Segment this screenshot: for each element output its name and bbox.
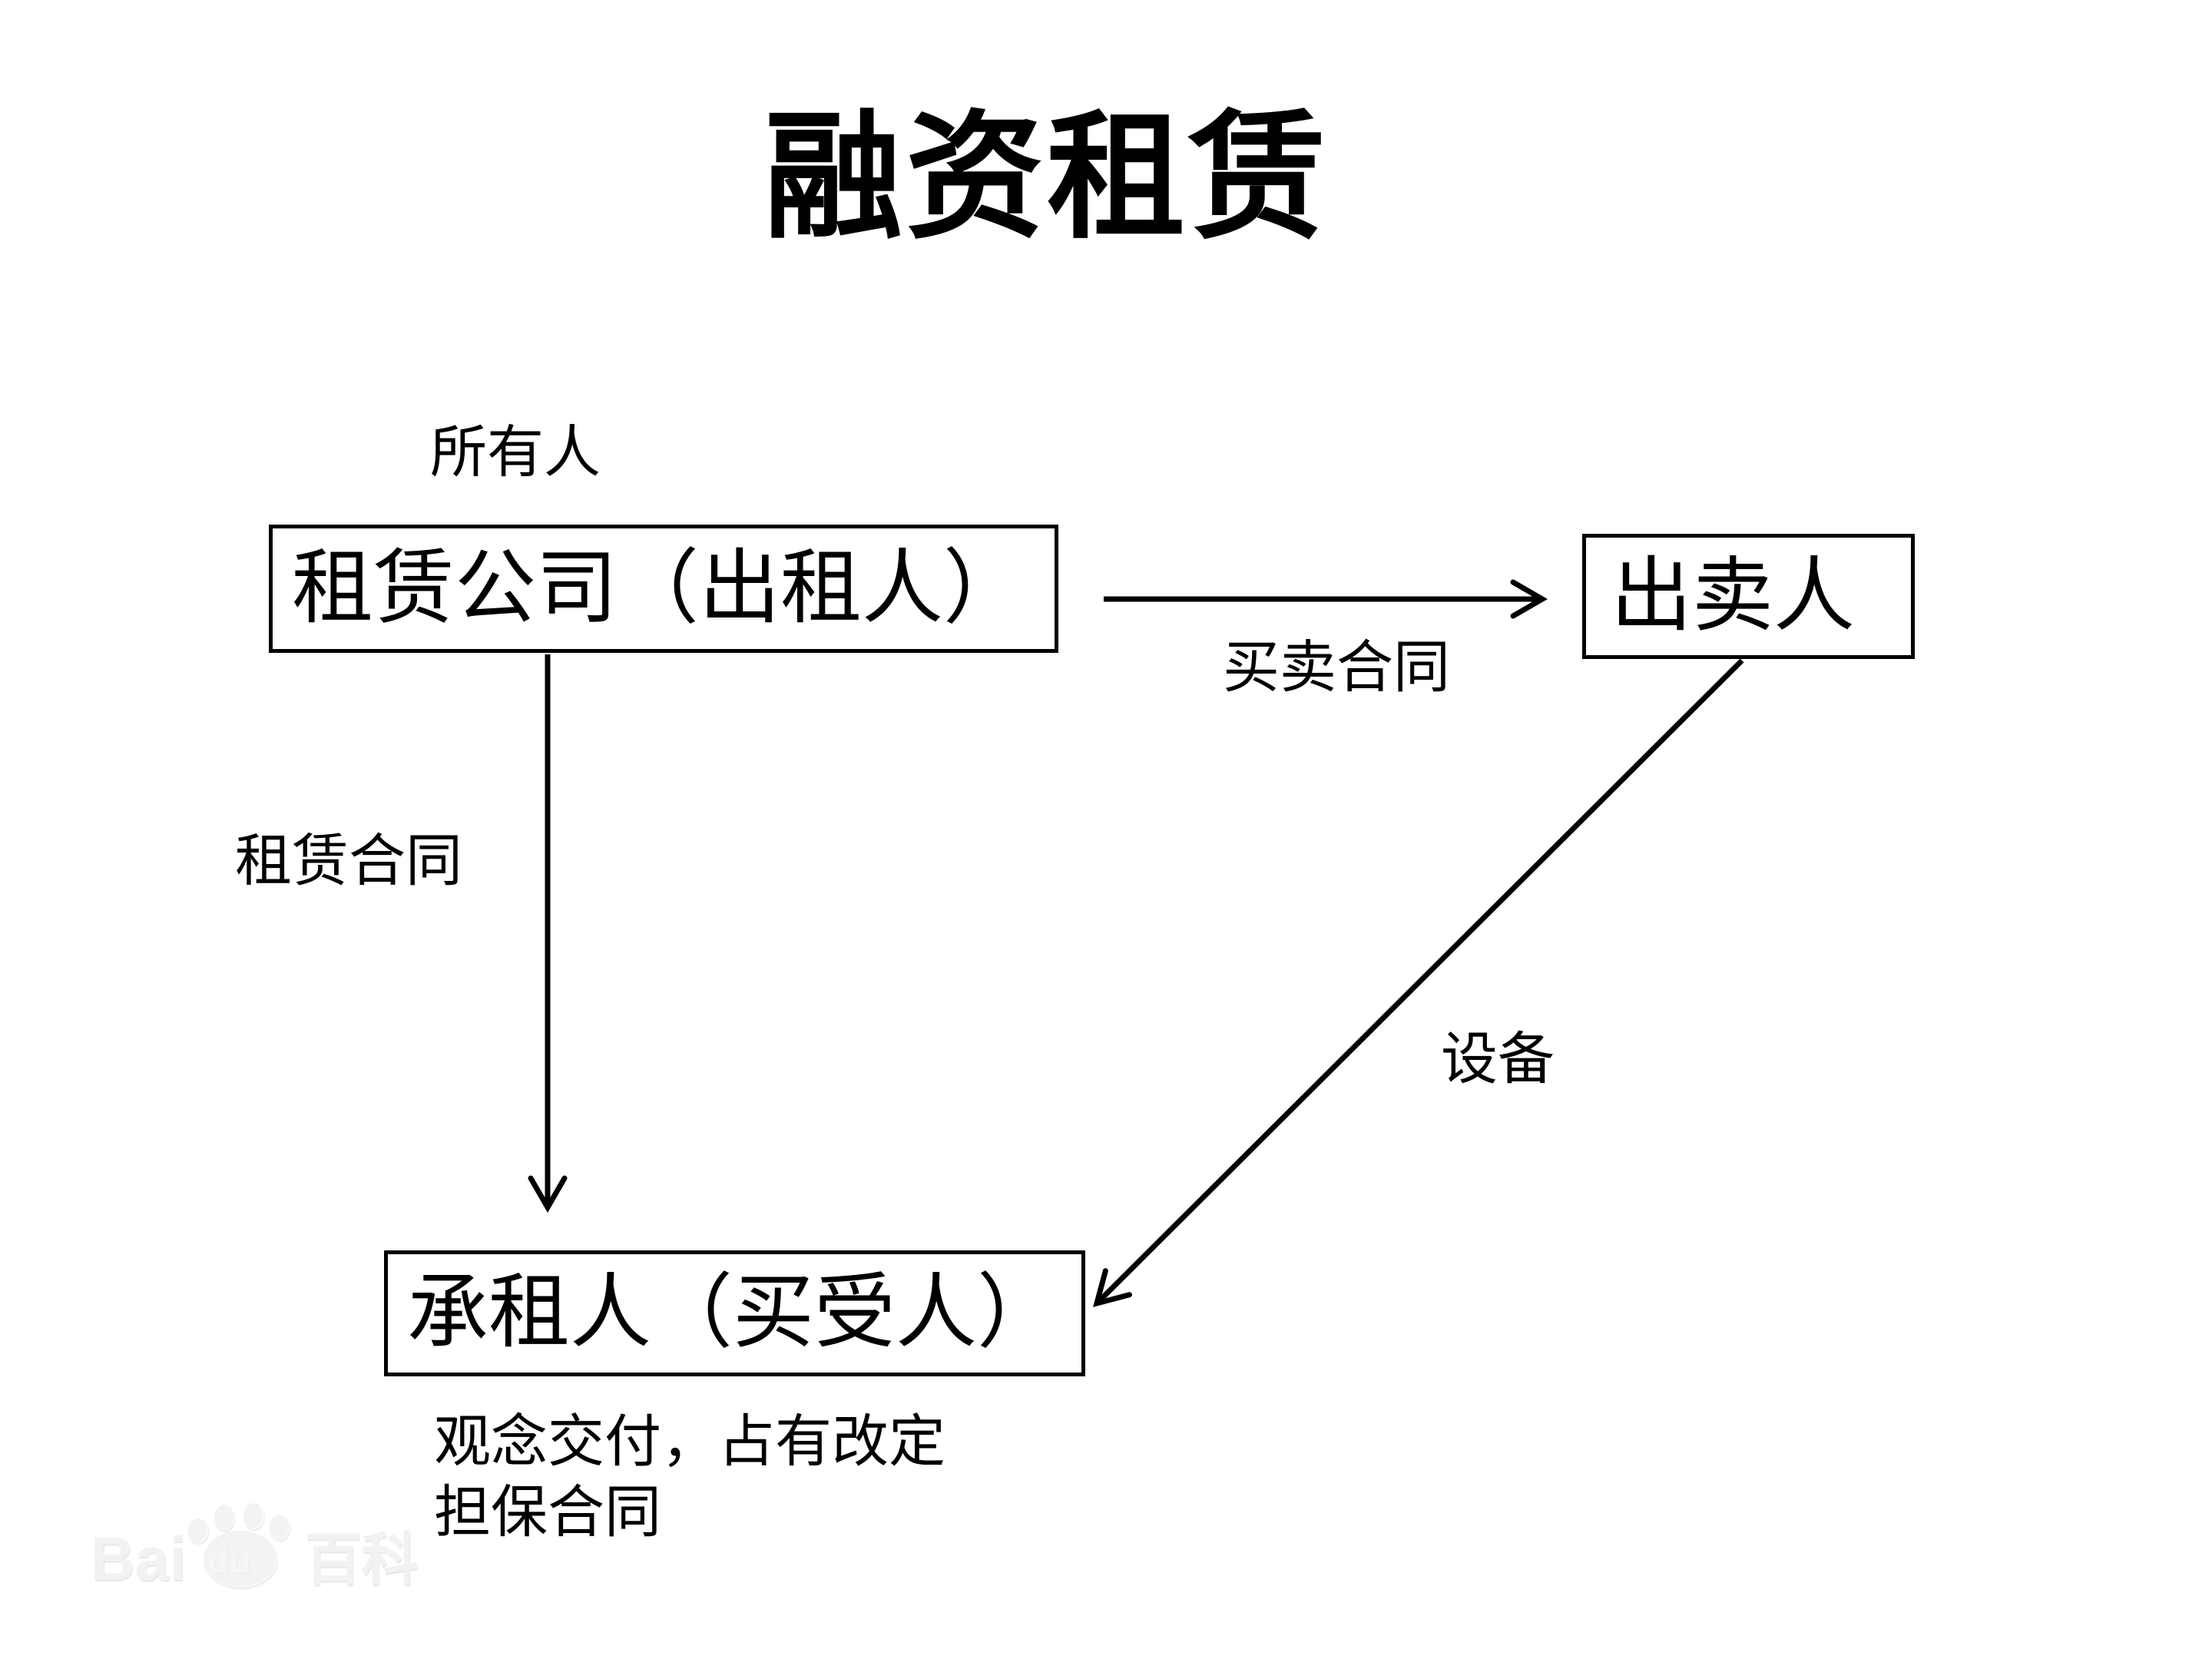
node-lessee-box: 承租人（买受人） <box>384 1250 1085 1376</box>
delivery-annotation: 观念交付，占有改定 担保合同 <box>434 1407 945 1548</box>
watermark-du-text: du <box>207 1541 251 1581</box>
delivery-annotation-line2: 担保合同 <box>434 1482 661 1545</box>
lease-contract-label: 租赁合同 <box>235 830 462 893</box>
owner-label: 所有人 <box>430 422 601 485</box>
equipment-label: 设备 <box>1441 1028 1555 1091</box>
node-seller-box: 出卖人 <box>1582 534 1915 659</box>
arrow-equipment <box>1093 658 1744 1307</box>
baidu-paw-icon: du <box>182 1503 297 1588</box>
delivery-annotation-line1: 观念交付，占有改定 <box>434 1411 945 1474</box>
node-lessee-label: 承租人（买受人） <box>407 1268 1058 1358</box>
watermark-baike-text: 百科 <box>304 1528 419 1591</box>
node-seller-label: 出卖人 <box>1611 551 1855 641</box>
baidu-baike-watermark: Bai du 百科 <box>91 1503 419 1593</box>
page-title: 融资租赁 <box>764 102 1330 255</box>
sale-contract-label: 买卖合同 <box>1223 637 1450 700</box>
watermark-bai-text: Bai <box>91 1525 187 1593</box>
node-lessor-box: 租赁公司（出租人） <box>269 525 1058 653</box>
node-lessor-label: 租赁公司（出租人） <box>292 543 1025 634</box>
